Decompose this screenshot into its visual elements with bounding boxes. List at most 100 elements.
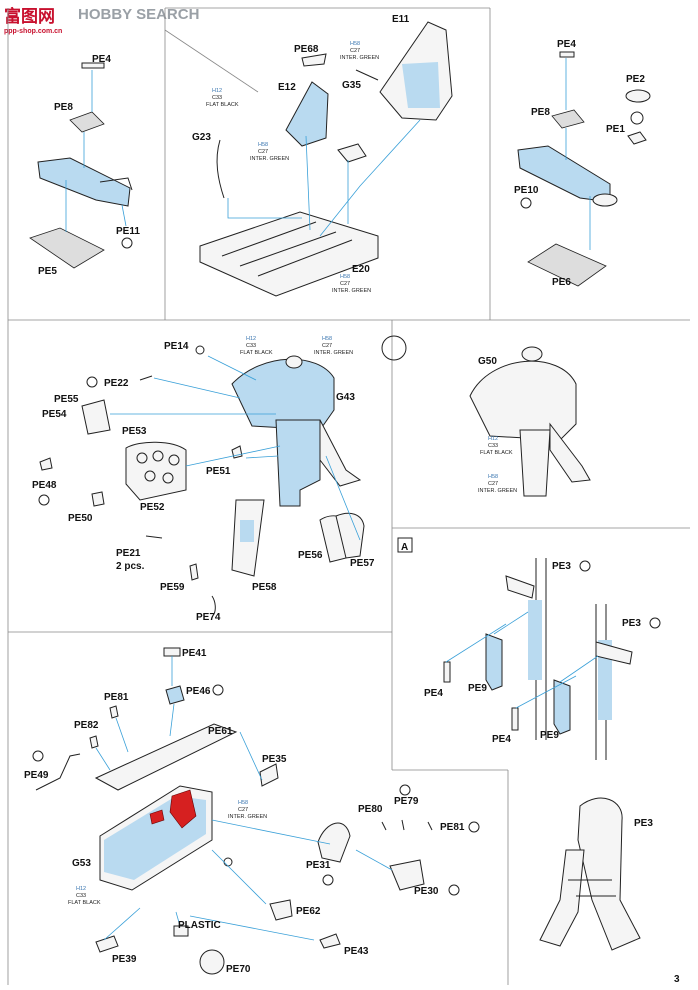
pe3-belt-illustration: PE3 [539, 797, 653, 951]
part-g50-panel [469, 360, 577, 441]
label-pe9: PE9 [540, 730, 559, 741]
svg-text:C27: C27 [340, 281, 350, 287]
part-pe8 [69, 111, 105, 133]
part-pe57 [335, 512, 365, 559]
part-pe3-belt [539, 849, 585, 947]
label-pe54: PE54 [42, 409, 67, 420]
part-g50-column [519, 429, 551, 497]
part-pe2 [625, 89, 651, 103]
label-pe3: PE3 [622, 618, 641, 629]
leader-line [445, 611, 599, 709]
detail-a: A PE3 PE3 PE4 PE9 PE4 PE9 [397, 537, 661, 760]
part-bracket [337, 143, 367, 163]
label-pe14: PE14 [164, 341, 189, 352]
label-pe21: PE21 [116, 548, 141, 559]
detail-a-box [397, 537, 413, 553]
svg-text:H58: H58 [488, 474, 498, 480]
label-pe74: PE74 [196, 612, 221, 623]
label-pe79: PE79 [394, 796, 419, 807]
label-pe5: PE5 [38, 266, 57, 277]
part-buckle-ring [592, 193, 618, 207]
svg-text:INTER. GREEN: INTER. GREEN [314, 350, 353, 356]
paint-callout-inter-green: H58 C27 INTER. GREEN [228, 800, 267, 820]
paint-callout-inter-green: H58 C27 INTER. GREEN [250, 142, 289, 162]
label-pe9: PE9 [468, 683, 487, 694]
svg-text:C27: C27 [322, 343, 332, 349]
gauges [136, 450, 180, 484]
label-pe52: PE52 [140, 502, 165, 513]
svg-text:H12: H12 [246, 336, 256, 342]
svg-text:INTER. GREEN: INTER. GREEN [340, 55, 379, 61]
floor-rail [239, 231, 337, 267]
belt-fill [598, 640, 612, 720]
svg-text:INTER. GREEN: INTER. GREEN [332, 288, 371, 294]
label-pe1: PE1 [606, 124, 625, 135]
svg-text:H12: H12 [76, 886, 86, 892]
svg-text:H58: H58 [322, 336, 332, 342]
label-pe46: PE46 [186, 686, 211, 697]
step-panel-alternative: G50 H12 C33 FLAT BLACK H58 C27 INTER. GR… [381, 335, 591, 497]
part-pe35 [259, 763, 279, 787]
paint-callout-inter-green: H58 C27 INTER. GREEN [478, 474, 517, 494]
label-pe51: PE51 [206, 466, 231, 477]
fold-icon [520, 197, 532, 209]
part-pe9 [485, 633, 503, 691]
svg-text:H12: H12 [488, 436, 498, 442]
part-red-knob [149, 809, 165, 825]
part-e11-fill [402, 62, 440, 108]
part-compass [285, 355, 303, 369]
label-e20: E20 [352, 264, 370, 275]
leader-line [110, 355, 361, 541]
part-pe50 [91, 491, 105, 507]
part-pe41 [163, 647, 181, 657]
part-belt-strap [37, 157, 131, 207]
fold-icon [579, 560, 591, 572]
part-pe48 [39, 457, 53, 471]
part-pe14 [195, 345, 205, 355]
part-pe31 [317, 822, 351, 863]
label-pe10: PE10 [514, 185, 539, 196]
watermark-chars: 富图网 [4, 6, 55, 27]
frame-line [164, 29, 259, 93]
paint-callout-inter-green: H58 C27 INTER. GREEN [332, 274, 371, 294]
svg-text:FLAT BLACK: FLAT BLACK [240, 350, 273, 356]
floor-rail [257, 239, 353, 277]
part-pe9 [553, 679, 571, 735]
label-pe3: PE3 [634, 818, 653, 829]
label-pe62: PE62 [296, 906, 321, 917]
label-pe4: PE4 [92, 54, 111, 65]
label-pe41: PE41 [182, 648, 207, 659]
label-g50: G50 [478, 356, 497, 367]
paint-callout-flat-black: H12 C33 FLAT BLACK [68, 886, 101, 906]
label-pe31: PE31 [306, 860, 331, 871]
label-pe70: PE70 [226, 964, 251, 975]
label-pe68: PE68 [294, 44, 319, 55]
part-g23 [216, 139, 225, 199]
part-pe68 [301, 53, 327, 67]
label-pe81: PE81 [104, 692, 129, 703]
svg-text:H12: H12 [212, 88, 222, 94]
part-buckle [99, 177, 133, 191]
part-pe70 [199, 949, 225, 975]
label-pe81: PE81 [440, 822, 465, 833]
svg-text:H58: H58 [340, 274, 350, 280]
label-pe22: PE22 [104, 378, 129, 389]
watermark-url: ppp-shop.com.cn [4, 28, 62, 35]
label-pe53: PE53 [122, 426, 147, 437]
part-pe81 [109, 705, 119, 719]
part-pe49 [35, 753, 81, 791]
svg-text:C27: C27 [258, 149, 268, 155]
part-g50-leg [549, 422, 591, 483]
fold-icon [121, 237, 133, 249]
label-pe49: PE49 [24, 770, 49, 781]
belt-fill [528, 600, 542, 680]
label-pe8: PE8 [531, 107, 550, 118]
label-pe80: PE80 [358, 804, 383, 815]
watermark: 富图网 HOBBY SEARCH ppp-shop.com.cn [2, 2, 199, 35]
fold-icon [649, 617, 661, 629]
part-pe61 [94, 723, 238, 791]
part-pe46 [165, 685, 185, 705]
label-pe50: PE50 [68, 513, 93, 524]
